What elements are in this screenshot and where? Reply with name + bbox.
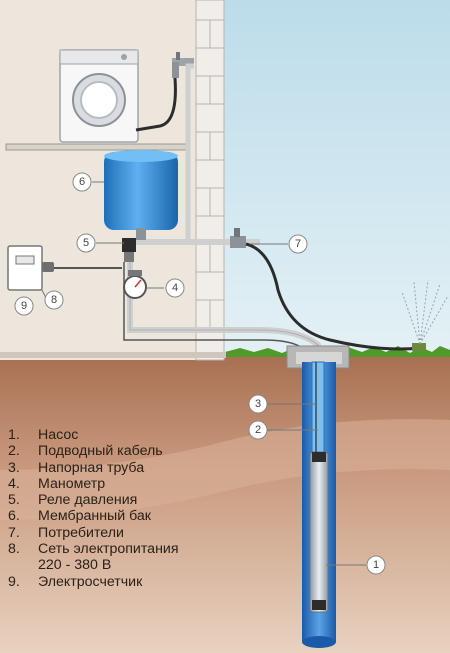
legend-item-9: 9. Электросчетчик xyxy=(8,574,268,590)
callout-5-label: 5 xyxy=(83,237,89,249)
callout-3-label: 3 xyxy=(255,398,261,410)
callout-1-label: 1 xyxy=(373,559,379,571)
legend-item-6: 6. Мембранный бак xyxy=(8,508,268,524)
legend-item-1: 1. Насос xyxy=(8,427,268,443)
legend-text: Подводный кабель xyxy=(38,443,163,460)
tap-icon xyxy=(172,52,194,78)
legend-item-5: 5. Реле давления xyxy=(8,492,268,508)
shelf xyxy=(5,143,191,151)
washing-machine-icon xyxy=(59,49,139,143)
sprinkler-icon xyxy=(401,279,449,351)
legend-number: 4. xyxy=(8,475,20,492)
floor xyxy=(0,352,226,358)
callout-7-label: 7 xyxy=(295,238,301,250)
legend-text: Электросчетчик xyxy=(38,573,143,590)
legend-item-7: 7. Потребители xyxy=(8,525,268,541)
callout-1: 1 xyxy=(366,555,386,575)
legend: 1. Насос 2. Подводный кабель 3. Напорная… xyxy=(8,427,268,590)
legend-number: 2. xyxy=(8,443,20,460)
callout-9-label: 9 xyxy=(21,300,27,312)
outdoor-tap-icon xyxy=(230,228,246,248)
legend-item-8: 8. Сеть электропитания 220 - 380 В xyxy=(8,541,268,574)
callout-8: 8 xyxy=(44,290,64,310)
cable-plug xyxy=(42,262,54,272)
garden-hose xyxy=(245,242,421,351)
brick-wall xyxy=(195,0,225,361)
legend-text: Реле давления xyxy=(38,492,138,509)
legend-text: Мембранный бак xyxy=(38,508,152,525)
callout-2-label: 2 xyxy=(255,424,261,436)
well-pressure-pipe xyxy=(311,361,325,453)
callout-4: 4 xyxy=(165,278,185,298)
membrane-tank xyxy=(104,150,178,240)
legend-number: 5. xyxy=(8,492,20,509)
legend-text: Сеть электропитания 220 - 380 В xyxy=(38,541,179,574)
pressure-pipe-shadow xyxy=(129,262,319,362)
legend-number: 3. xyxy=(8,459,20,476)
washing-machine-hose xyxy=(135,77,177,132)
legend-number: 7. xyxy=(8,524,20,541)
pressure-switch xyxy=(122,238,136,262)
legend-text: Насос xyxy=(38,427,79,443)
legend-number: 8. xyxy=(8,541,20,558)
callout-4-label: 4 xyxy=(172,282,178,294)
house-riser-pipe xyxy=(185,63,194,242)
legend-item-2: 2. Подводный кабель xyxy=(8,443,268,459)
callout-leaders xyxy=(41,181,366,566)
legend-text: Потребители xyxy=(38,524,124,541)
callout-6-label: 6 xyxy=(79,176,85,188)
submersible-pump xyxy=(309,451,329,613)
legend-text: Напорная труба xyxy=(38,459,145,476)
legend-item-3: 3. Напорная труба xyxy=(8,460,268,476)
callout-3: 3 xyxy=(248,394,268,414)
callout-9: 9 xyxy=(14,296,34,316)
well-cap xyxy=(296,352,342,364)
electric-meter-icon xyxy=(7,245,43,291)
legend-number: 1. xyxy=(8,427,20,443)
soil-layer xyxy=(0,419,450,520)
callout-6: 6 xyxy=(72,172,92,192)
legend-number: 9. xyxy=(8,573,20,590)
callout-5: 5 xyxy=(76,233,96,253)
legend-item-4: 4. Манометр xyxy=(8,476,268,492)
callout-8-label: 8 xyxy=(51,294,57,306)
legend-number: 6. xyxy=(8,508,20,525)
legend-text: Манометр xyxy=(38,475,106,492)
callout-2: 2 xyxy=(248,420,268,440)
callout-7: 7 xyxy=(288,234,308,254)
